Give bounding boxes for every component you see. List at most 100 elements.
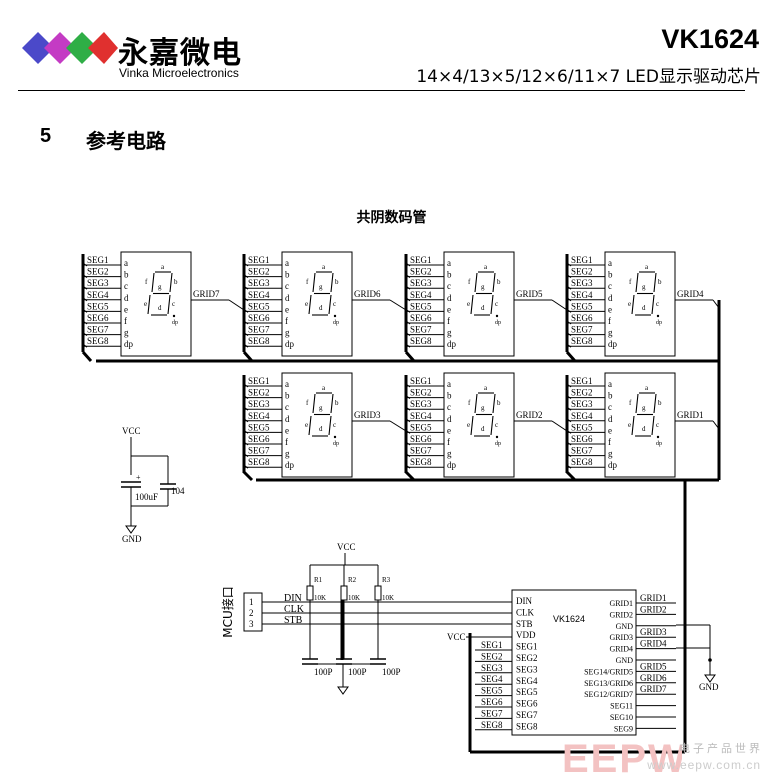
- seven-seg-label: dp: [495, 320, 501, 326]
- seven-seg-label: c: [333, 300, 336, 308]
- digit-pin-label: c: [124, 281, 128, 291]
- logo-diamond: [66, 32, 98, 64]
- digit-pin-label: b: [608, 391, 613, 401]
- segment-label: SEG5: [248, 301, 270, 311]
- chip-left-pin: SEG4: [516, 676, 538, 686]
- seven-seg-label: d: [481, 425, 485, 433]
- document-subtitle: 14×4/13×5/12×6/11×7 LED显示驱动芯片: [416, 67, 761, 87]
- segment-tap: [243, 285, 249, 290]
- digit-pin-label: g: [285, 449, 290, 459]
- segment-tap: [405, 383, 411, 388]
- segment-tap: [243, 429, 249, 434]
- digit-pin-label: b: [124, 270, 129, 280]
- digit-pin-label: dp: [608, 339, 618, 349]
- grid-label: GRID6: [354, 289, 381, 299]
- seven-seg-label: a: [484, 263, 488, 271]
- grid-label: GRID7: [193, 289, 220, 299]
- digit-box: [120, 251, 192, 357]
- seven-seg-stroke: [653, 272, 657, 293]
- digit-pin-label: g: [285, 328, 290, 338]
- seven-seg-stroke: [635, 393, 639, 414]
- chip-left-pin: SEG6: [516, 699, 538, 709]
- cap-label: 104: [171, 486, 185, 496]
- segment-tap: [243, 395, 249, 400]
- digit-pin-label: e: [608, 304, 612, 314]
- segment-label: SEG4: [571, 290, 593, 300]
- seven-seg-label: f: [629, 278, 632, 286]
- company-logo: [22, 32, 118, 64]
- seven-seg-stroke: [151, 272, 155, 293]
- digit-pin-label: c: [447, 281, 451, 291]
- digit-pin-label: d: [447, 293, 452, 303]
- digit-pin-label: f: [608, 437, 611, 447]
- bus-join: [81, 351, 93, 362]
- seven-seg-label: b: [658, 399, 662, 407]
- segment-label: SEG1: [248, 255, 270, 265]
- logo-diamond: [44, 32, 76, 64]
- chip-right-pin: SEG12/GRID7: [584, 690, 633, 699]
- segment-tap: [405, 343, 411, 348]
- chip-right-pin: SEG14/GRID5: [584, 667, 633, 676]
- ground-symbol: [704, 674, 716, 683]
- segment-tap: [566, 274, 572, 279]
- seven-seg-label: c: [495, 300, 498, 308]
- segment-label: SEG8: [248, 336, 270, 346]
- digit-pin-label: e: [447, 425, 451, 435]
- segment-tap: [82, 332, 88, 337]
- segment-label: SEG2: [571, 388, 593, 398]
- logo-diamond: [88, 32, 118, 64]
- seven-seg-stroke: [470, 294, 474, 315]
- chip-name: VK1624: [553, 614, 585, 624]
- segment-tap: [243, 320, 249, 325]
- resistor-label: R3: [382, 576, 391, 584]
- chip-right-pin: GND: [616, 656, 634, 665]
- cap-label: 100P: [314, 667, 333, 677]
- digit-pin-label: d: [447, 414, 452, 424]
- seven-seg-label: b: [174, 278, 178, 286]
- segment-tap: [566, 441, 572, 446]
- seven-seg-stroke: [328, 294, 332, 315]
- seven-seg-stroke: [653, 393, 657, 414]
- segment-label: SEG5: [410, 422, 432, 432]
- segment-label: SEG6: [248, 434, 270, 444]
- grid-label: GRID5: [516, 289, 543, 299]
- signal-label: STB: [284, 615, 303, 626]
- seven-seg-stroke: [635, 272, 639, 293]
- segment-label: SEG5: [571, 301, 593, 311]
- segment-label: SEG2: [248, 267, 270, 277]
- segment-tap: [405, 262, 411, 267]
- segment-label: SEG3: [571, 399, 593, 409]
- chip-left-pin: STB: [516, 619, 533, 629]
- digit-pin-label: g: [447, 449, 452, 459]
- seven-seg-label: d: [642, 425, 646, 433]
- seven-seg-label: e: [628, 300, 631, 308]
- segment-label: SEG3: [410, 278, 432, 288]
- seven-seg-label: f: [145, 278, 148, 286]
- digit-pin-label: dp: [447, 339, 457, 349]
- digit-pin-label: a: [608, 258, 612, 268]
- digit-pin-label: dp: [608, 460, 618, 470]
- seven-seg-label: c: [495, 421, 498, 429]
- segment-label: SEG8: [571, 457, 593, 467]
- segment-label: SEG7: [571, 446, 593, 456]
- grid-link: [389, 299, 407, 311]
- digit-pin-label: c: [447, 402, 451, 412]
- chip-left-pin: SEG3: [516, 664, 538, 674]
- segment-tap: [566, 297, 572, 302]
- grid-link: [551, 420, 568, 432]
- chip-left-pin: SEG7: [516, 710, 538, 720]
- segment-tap: [243, 464, 249, 469]
- digit-pin-label: d: [608, 414, 613, 424]
- seven-seg-label: dp: [333, 441, 339, 447]
- segment-tap: [405, 406, 411, 411]
- dp-dot: [333, 435, 337, 439]
- seven-seg-label: e: [467, 300, 470, 308]
- segment-tap: [243, 406, 249, 411]
- segment-tap: [566, 418, 572, 423]
- segment-label: SEG1: [410, 255, 432, 265]
- digit-pin-label: e: [447, 304, 451, 314]
- digit-pin-label: a: [285, 379, 289, 389]
- seven-seg-display: [631, 271, 660, 318]
- seven-seg-label: g: [481, 283, 485, 291]
